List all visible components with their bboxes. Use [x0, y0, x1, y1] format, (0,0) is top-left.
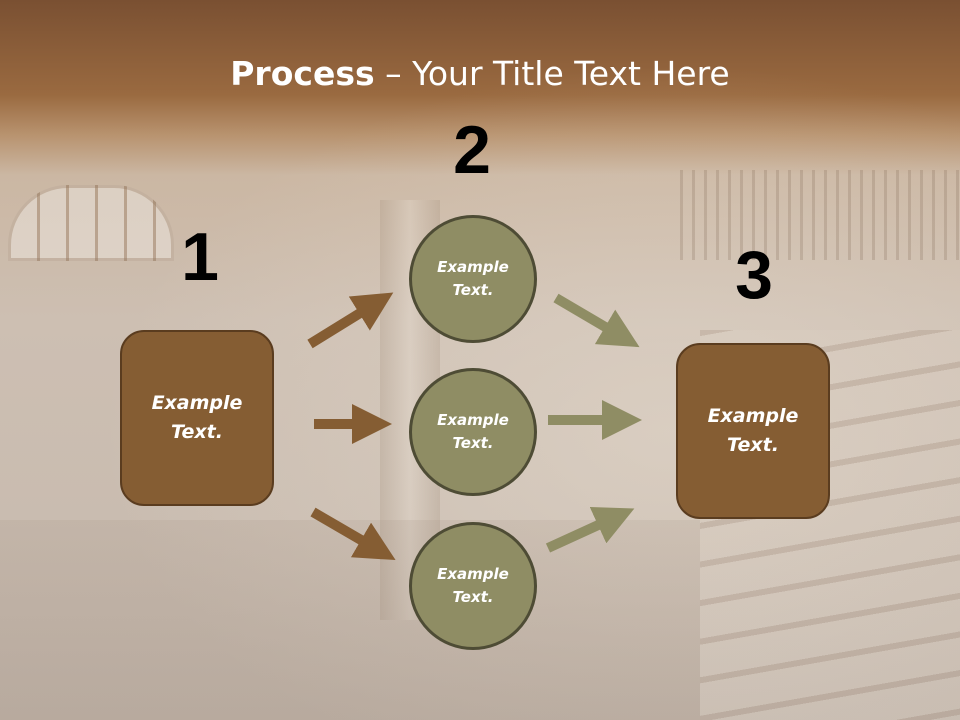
slide-title: Process – Your Title Text Here — [0, 52, 960, 96]
step-2-circle-bottom: Example Text. — [409, 522, 537, 650]
arrow-bottom-to-3 — [545, 506, 635, 553]
slide-title-bold: Process — [230, 54, 375, 93]
background-floor — [0, 520, 700, 720]
arrow-1-to-bottom — [310, 507, 396, 561]
step-3-box: Example Text. — [676, 343, 830, 519]
step-2-circle-middle: Example Text. — [409, 368, 537, 496]
arrow-1-to-top — [307, 292, 394, 349]
slide-title-rest: – Your Title Text Here — [374, 54, 730, 93]
arrow-top-to-3 — [553, 293, 640, 348]
step-1-box: Example Text. — [120, 330, 274, 506]
step-number-1: 1 — [181, 219, 219, 295]
step-2-circle-top: Example Text. — [409, 215, 537, 343]
step-number-2: 2 — [453, 112, 491, 188]
step-number-3: 3 — [735, 237, 773, 313]
background-railing — [680, 170, 960, 260]
